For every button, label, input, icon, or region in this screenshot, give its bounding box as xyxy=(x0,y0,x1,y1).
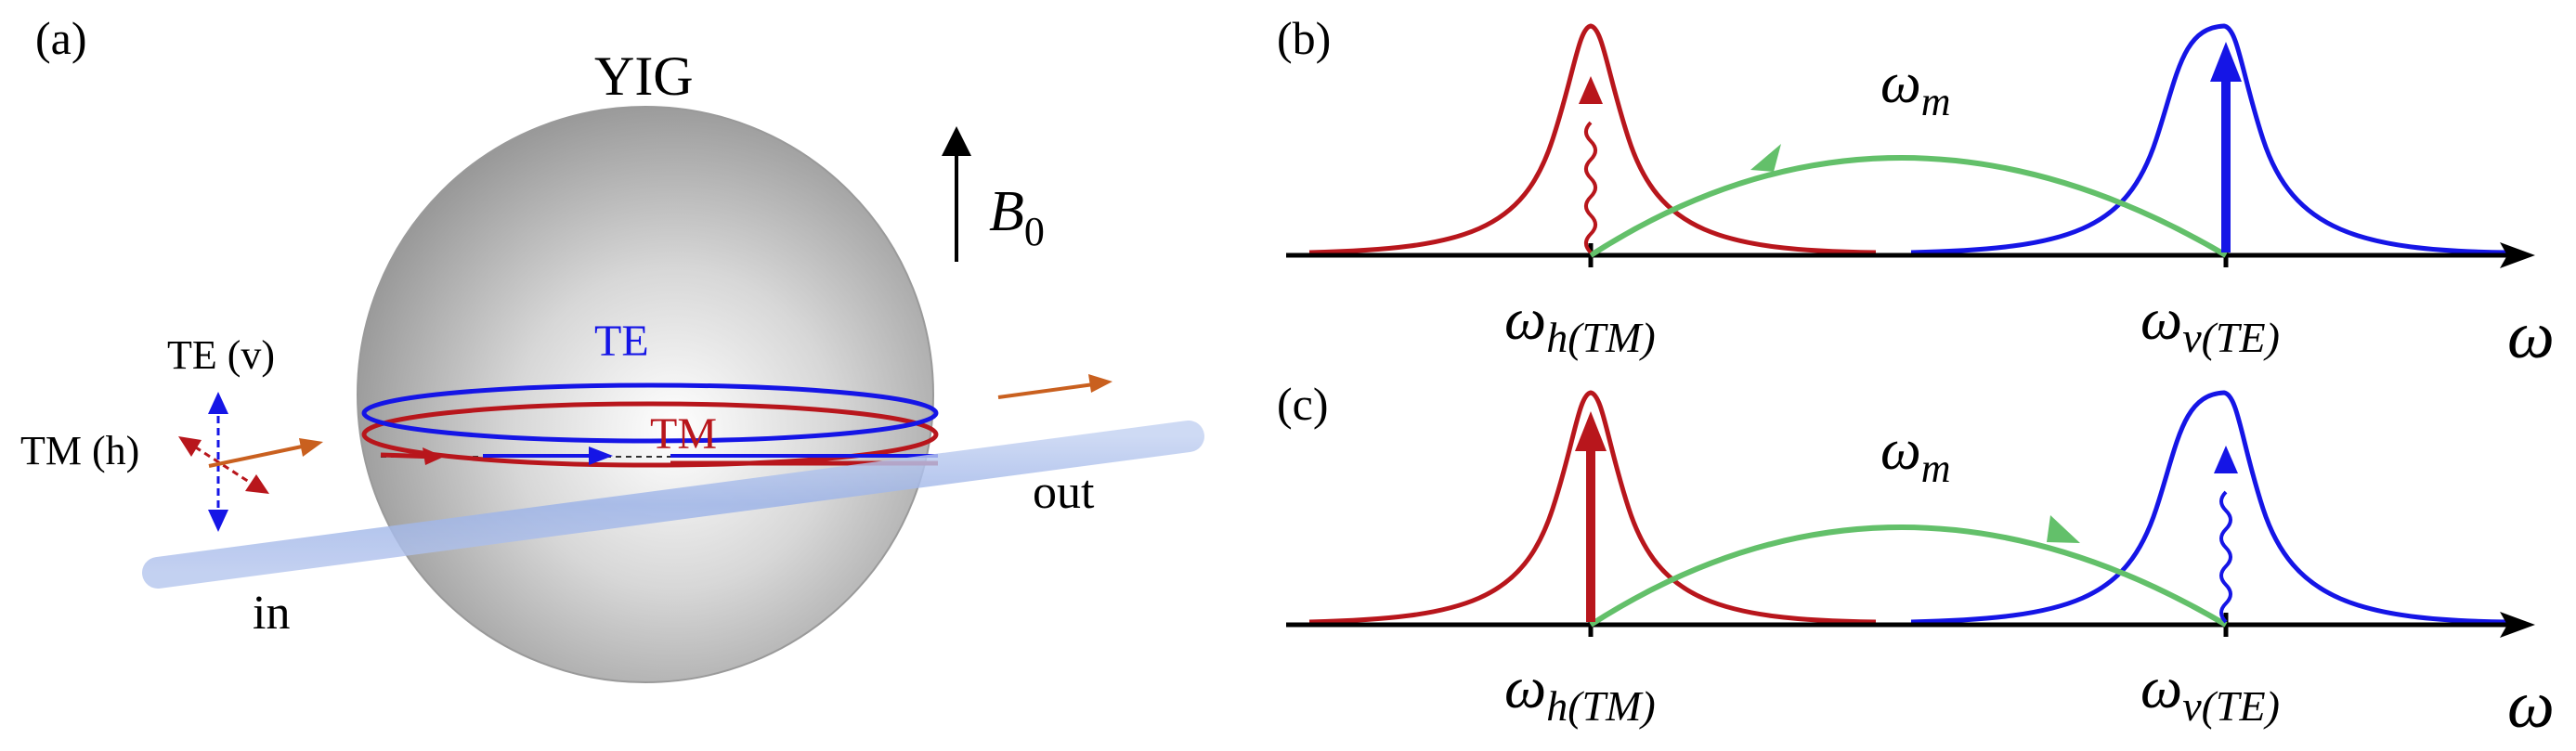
te-straight-arrowhead xyxy=(2210,42,2242,82)
te-wavy-arrow xyxy=(2219,490,2232,624)
tm-resonance-curve xyxy=(1308,390,1877,625)
panel-b-label: (b) xyxy=(1277,12,1331,64)
panel-b: (b) ωm ωh(TM) ωv(TE) ω xyxy=(1277,12,2555,372)
tm-ring xyxy=(361,401,939,468)
panel-a: (a) YIG B0 TE TM xyxy=(20,12,1204,683)
tm-arrowhead-a xyxy=(178,436,202,457)
magnon-arc xyxy=(1589,155,2228,258)
magnon-label: ωm xyxy=(1880,52,1951,124)
tm-polarization-arrow xyxy=(185,439,263,492)
te-frequency-label: ωv(TE) xyxy=(2140,286,2280,361)
te-resonance-curve xyxy=(1910,23,2508,255)
te-arrowhead-up xyxy=(208,392,228,414)
tm-frequency-label: ωh(TM) xyxy=(1504,654,1656,730)
te-resonance-curve xyxy=(1910,390,2508,625)
input-beam-arrow xyxy=(208,444,307,468)
tm-arrowhead-b xyxy=(245,474,269,494)
tm-ring-label: TM xyxy=(650,409,717,459)
field-label: B0 xyxy=(989,180,1045,254)
yig-label: YIG xyxy=(594,45,694,107)
tm-wavy-arrow xyxy=(1584,121,1597,254)
te-arrowhead-down xyxy=(208,510,228,532)
input-beam-arrowhead xyxy=(299,438,323,457)
te-frequency-label: ωv(TE) xyxy=(2140,654,2280,730)
magnon-label: ωm xyxy=(1880,419,1951,491)
panel-c: (c) ωm ωh(TM) ωv(TE) ω xyxy=(1277,378,2555,742)
output-beam-arrow xyxy=(997,382,1095,399)
te-wavy-arrowhead xyxy=(2214,446,2238,473)
magnon-arc-arrowhead xyxy=(1750,144,1781,172)
output-beam-arrowhead xyxy=(1088,374,1112,393)
tm-resonance-curve xyxy=(1308,23,1877,255)
te-ring-arrowhead xyxy=(589,447,613,465)
in-label: in xyxy=(253,587,290,640)
tm-straight-arrowhead xyxy=(1575,411,1607,451)
tm-frequency-label: ωh(TM) xyxy=(1504,286,1656,361)
te-input-label: TE (v) xyxy=(167,332,275,378)
panel-a-label: (a) xyxy=(35,12,87,64)
out-label: out xyxy=(1033,466,1095,519)
magnon-arc xyxy=(1589,524,2228,628)
te-ring-label: TE xyxy=(594,317,649,366)
tm-wavy-arrowhead xyxy=(1579,76,1603,104)
tm-input-label: TM (h) xyxy=(20,428,139,473)
axis-label: ω xyxy=(2507,667,2555,742)
input-polarization xyxy=(178,392,323,532)
axis-label: ω xyxy=(2507,298,2555,372)
frequency-axis-arrowhead xyxy=(2500,612,2535,638)
optical-fiber xyxy=(142,421,1204,589)
panel-c-label: (c) xyxy=(1277,378,1329,430)
frequency-axis-arrowhead xyxy=(2500,242,2535,268)
te-ring xyxy=(361,382,939,444)
tm-ring-arrowhead xyxy=(423,447,444,465)
magnon-arc-arrowhead xyxy=(2047,515,2080,543)
